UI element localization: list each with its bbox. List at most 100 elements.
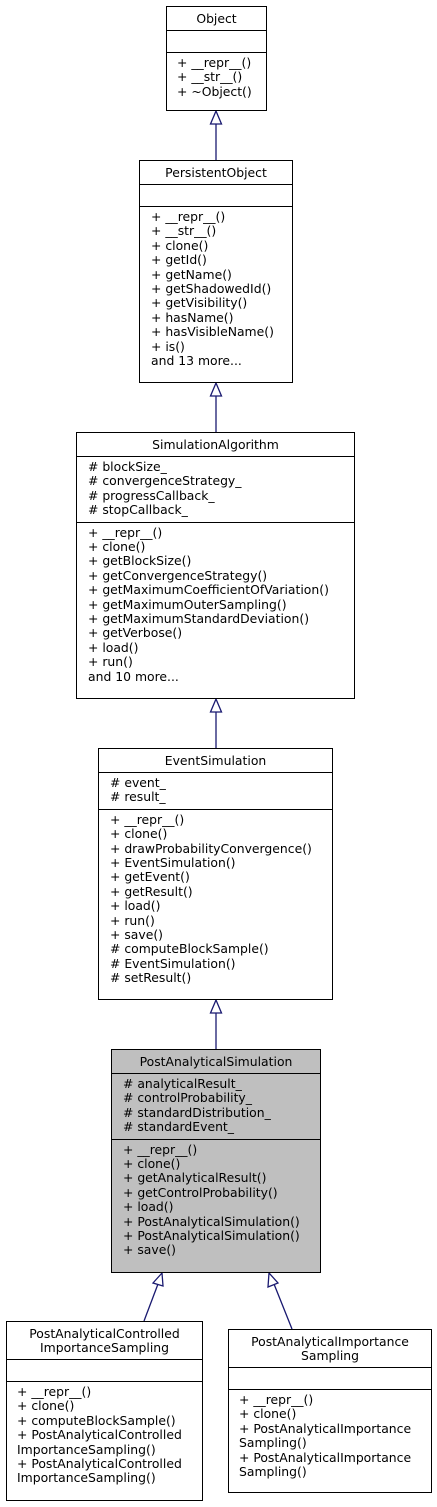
more-methods: and 10 more... <box>88 668 179 684</box>
method: + save() <box>110 927 163 943</box>
method: + PostAnalyticalImportance <box>239 1420 412 1436</box>
attributes-section: # analyticalResult_ # controlProbability… <box>112 1073 320 1139</box>
methods-section: + __repr__() + __str__() + clone() + get… <box>140 206 292 372</box>
method: + getEvent() <box>110 869 190 885</box>
method: + getBlockSize() <box>88 553 192 569</box>
method: + getId() <box>151 252 207 268</box>
class-title: PostAnalyticalImportance Sampling <box>229 1330 431 1367</box>
method: + getConvergenceStrategy() <box>88 567 268 583</box>
method: + computeBlockSample() <box>17 1412 176 1428</box>
method: + getVisibility() <box>151 295 248 311</box>
methods-section: + __repr__() + clone() + PostAnalyticalI… <box>229 1389 431 1483</box>
attributes-section <box>140 184 292 206</box>
attribute: # controlProbability_ <box>123 1090 252 1106</box>
class-title-line: ImportanceSampling <box>39 1340 169 1355</box>
method: + PostAnalyticalSimulation() <box>123 1213 300 1229</box>
arrowhead-eventsimulation <box>209 998 223 1014</box>
attribute: # convergenceStrategy_ <box>88 473 242 489</box>
method: + load() <box>88 639 139 655</box>
method: + __repr__() <box>88 524 163 540</box>
method: + is() <box>151 338 185 354</box>
method: + ~Object() <box>177 83 252 99</box>
methods-section: + __repr__() + __str__() + ~Object() <box>167 52 266 103</box>
attribute: # event_ <box>110 775 166 790</box>
method: + PostAnalyticalControlled <box>17 1427 182 1443</box>
method: + __str__() <box>151 223 217 239</box>
method: + drawProbabilityConvergence() <box>110 840 312 856</box>
method: # computeBlockSample() <box>110 941 269 957</box>
method: + hasName() <box>151 309 234 325</box>
method: + getMaximumOuterSampling() <box>88 596 287 612</box>
method: + load() <box>123 1199 174 1215</box>
attribute: # progressCallback_ <box>88 487 215 503</box>
arrowhead-postanalyticalsimulation-right <box>267 1271 280 1288</box>
method: + getControlProbability() <box>123 1184 278 1200</box>
attribute: # analyticalResult_ <box>123 1076 242 1091</box>
attribute: # result_ <box>110 789 166 805</box>
method-continuation: ImportanceSampling() <box>17 1441 156 1457</box>
class-postanalyticalimportancesampling[interactable]: PostAnalyticalImportance Sampling + __re… <box>228 1329 432 1493</box>
attribute: # blockSize_ <box>88 459 167 474</box>
class-persistentobject[interactable]: PersistentObject + __repr__() + __str__(… <box>139 160 293 383</box>
method: + getVerbose() <box>88 625 183 641</box>
attributes-section: # event_ # result_ <box>99 772 332 809</box>
method: + __repr__() <box>17 1384 92 1399</box>
method-continuation: Sampling() <box>239 1435 307 1451</box>
method: + __repr__() <box>123 1141 198 1157</box>
class-postanalyticalcontrolledimportancesampling[interactable]: PostAnalyticalControlled ImportanceSampl… <box>6 1321 203 1501</box>
method: + __repr__() <box>151 209 226 224</box>
method: + __repr__() <box>239 1392 314 1407</box>
attributes-section: # blockSize_ # convergenceStrategy_ # pr… <box>77 456 354 522</box>
method: + run() <box>88 654 133 670</box>
method: + __repr__() <box>177 55 252 70</box>
methods-section: + __repr__() + clone() + drawProbability… <box>99 808 332 990</box>
edge-controlled-postanalyticalsimulation <box>143 1283 159 1322</box>
method: + clone() <box>123 1156 181 1172</box>
method: + getMaximumStandardDeviation() <box>88 611 310 627</box>
class-title: EventSimulation <box>164 753 267 768</box>
method: + getResult() <box>110 883 193 899</box>
method: + clone() <box>88 539 146 555</box>
arrowhead-object <box>209 109 223 125</box>
attribute: # standardDistribution_ <box>123 1104 271 1120</box>
method: # setResult() <box>110 970 192 986</box>
arrowhead-persistentobject <box>209 381 223 397</box>
class-title: Object <box>196 11 237 26</box>
more-methods: and 13 more... <box>151 353 242 369</box>
arrowhead-postanalyticalsimulation-left <box>151 1271 164 1287</box>
methods-section: + __repr__() + clone() + getBlockSize() … <box>77 521 354 688</box>
method: + __repr__() <box>110 811 185 827</box>
method: + getMaximumCoefficientOfVariation() <box>88 582 329 598</box>
method: + getShadowedId() <box>151 281 272 297</box>
class-title: PostAnalyticalSimulation <box>139 1054 293 1069</box>
method: + EventSimulation() <box>110 855 236 871</box>
method: + clone() <box>110 826 168 842</box>
method-continuation: ImportanceSampling() <box>17 1470 156 1486</box>
method: + load() <box>110 898 161 914</box>
method: + PostAnalyticalControlled <box>17 1456 182 1472</box>
method: # EventSimulation() <box>110 955 236 971</box>
method: + clone() <box>17 1398 75 1414</box>
class-object[interactable]: Object + __repr__() + __str__() + ~Objec… <box>166 6 267 111</box>
methods-section: + __repr__() + clone() + computeBlockSam… <box>7 1381 202 1490</box>
attributes-section <box>7 1359 202 1381</box>
class-simulationalgorithm[interactable]: SimulationAlgorithm # blockSize_ # conve… <box>76 432 355 699</box>
method: + run() <box>110 912 155 928</box>
attributes-section <box>167 30 266 52</box>
class-title-line: PostAnalyticalControlled <box>29 1326 180 1341</box>
method: + clone() <box>239 1406 297 1422</box>
method: + clone() <box>151 237 209 253</box>
class-title: SimulationAlgorithm <box>152 437 279 452</box>
method-continuation: Sampling() <box>239 1464 307 1480</box>
attribute: # stopCallback_ <box>88 502 188 518</box>
arrowhead-simulationalgorithm <box>209 697 223 713</box>
class-eventsimulation[interactable]: EventSimulation # event_ # result_ + __r… <box>98 748 333 1000</box>
method: + PostAnalyticalSimulation() <box>123 1228 300 1244</box>
class-title: PersistentObject <box>165 165 267 180</box>
method: + getAnalyticalResult() <box>123 1170 267 1186</box>
class-postanalyticalsimulation[interactable]: PostAnalyticalSimulation # analyticalRes… <box>111 1049 321 1273</box>
attribute: # standardEvent_ <box>123 1119 234 1135</box>
class-title-line: PostAnalyticalImportance <box>251 1334 409 1349</box>
method: + save() <box>123 1242 176 1258</box>
